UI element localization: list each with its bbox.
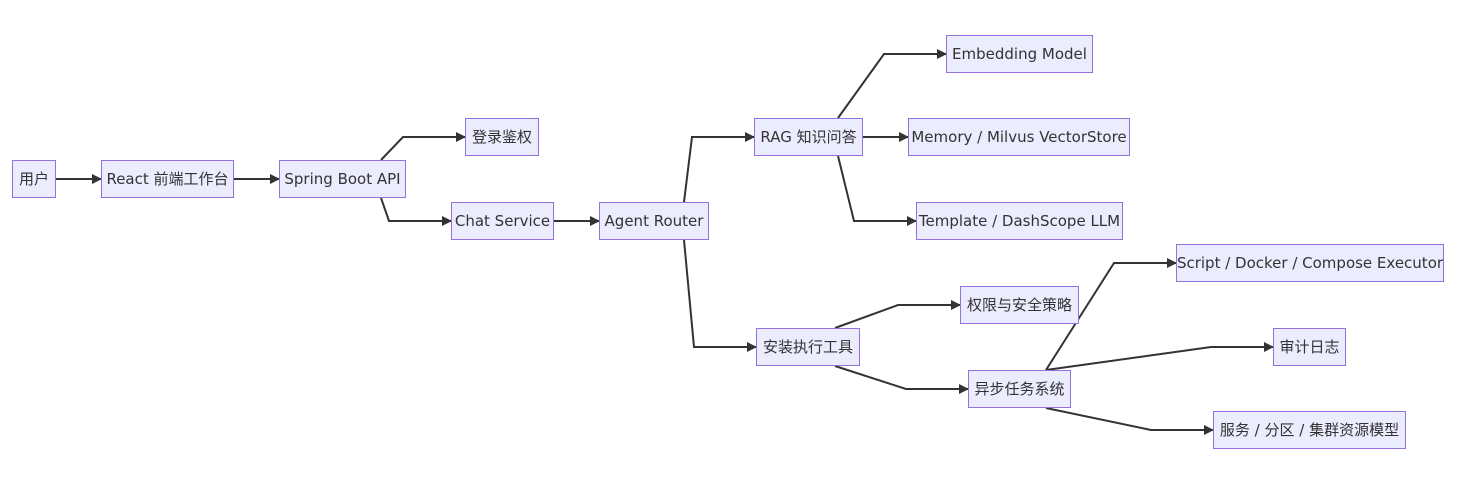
node-permission-policy: 权限与安全策略	[960, 286, 1079, 324]
node-template-dashscope: Template / DashScope LLM	[916, 202, 1123, 240]
edge-async-to-service	[1045, 407, 1214, 435]
node-embedding-model: Embedding Model	[946, 35, 1093, 73]
node-chat-service: Chat Service	[451, 202, 554, 240]
node-service-resource-model: 服务 / 分区 / 集群资源模型	[1213, 411, 1406, 449]
node-agent-router: Agent Router	[599, 202, 709, 240]
edge-rag-to-embedding	[837, 49, 947, 119]
node-rag-qa: RAG 知识问答	[754, 118, 863, 156]
edge-spring-to-login	[380, 132, 466, 161]
edge-install-to-async	[834, 365, 969, 394]
node-async-task: 异步任务系统	[968, 370, 1071, 408]
node-audit-log: 审计日志	[1273, 328, 1346, 366]
edge-rag-to-template	[837, 155, 917, 226]
node-memory-milvus: Memory / Milvus VectorStore	[908, 118, 1130, 156]
edge-async-to-audit	[1045, 342, 1274, 371]
edge-async-to-script	[1045, 258, 1177, 371]
node-install-executor: 安装执行工具	[756, 328, 860, 366]
node-react-frontend: React 前端工作台	[101, 160, 234, 198]
edge-router-to-install	[683, 239, 757, 352]
node-script-docker-executor: Script / Docker / Compose Executor	[1176, 244, 1444, 282]
edge-router-to-rag	[683, 132, 755, 203]
node-user: 用户	[12, 160, 56, 198]
node-spring-boot-api: Spring Boot API	[279, 160, 406, 198]
node-login-auth: 登录鉴权	[465, 118, 539, 156]
edge-install-to-perm	[834, 300, 961, 329]
edge-spring-to-chat	[380, 197, 452, 226]
